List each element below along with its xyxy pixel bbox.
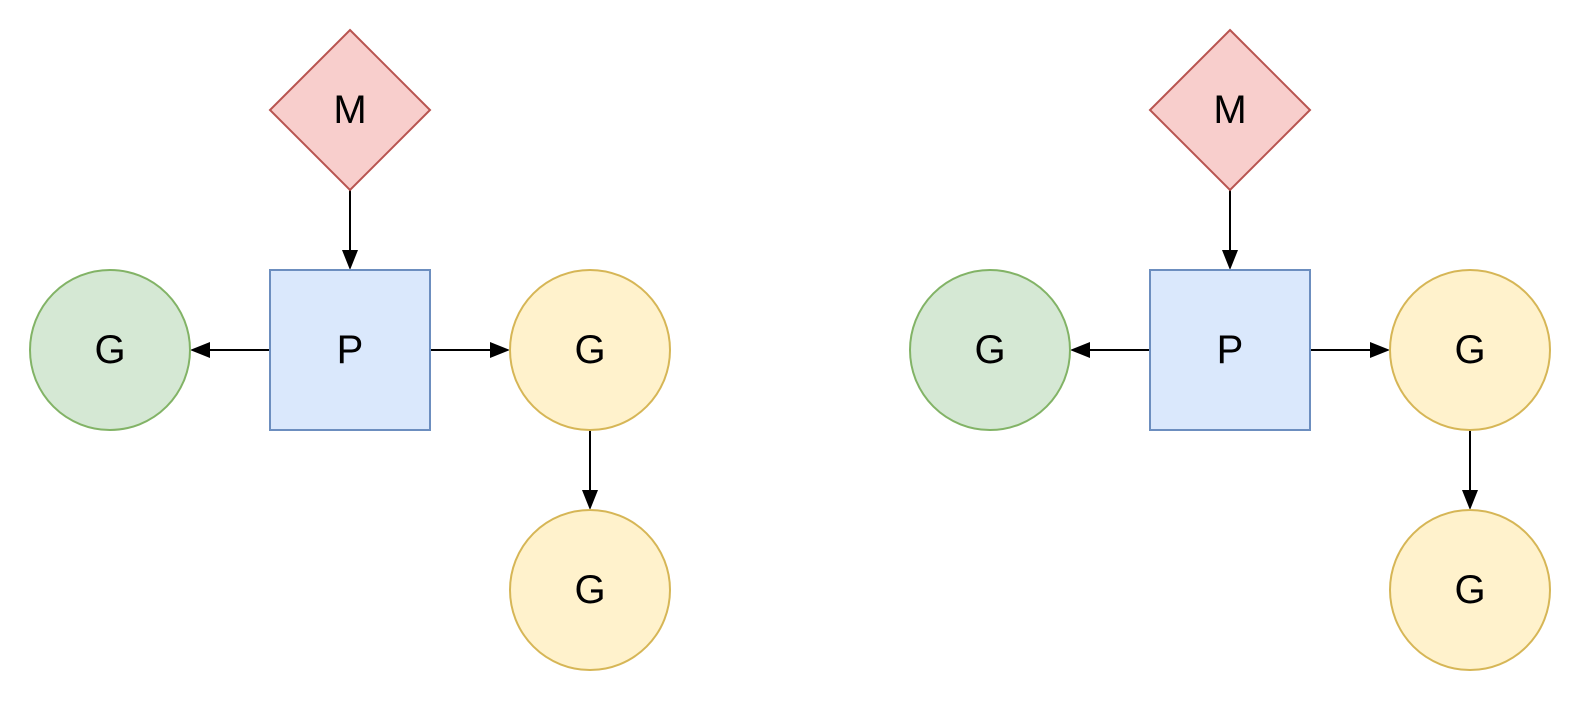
circle-g-left-label: G (974, 328, 1005, 372)
circle-g-right (509, 269, 671, 431)
circle-g-left-label: G (94, 328, 125, 372)
circle-g-bottom (509, 509, 671, 671)
circle-g-bottom-label: G (1454, 568, 1485, 612)
circle-g-right-label: G (1454, 328, 1485, 372)
diamond-m (1148, 28, 1312, 192)
diagram-left: M P G G G (29, 28, 671, 671)
square-p-label: P (1217, 328, 1244, 372)
square-p (1149, 269, 1311, 431)
circle-g-left (29, 269, 191, 431)
diamond-m-label: M (333, 88, 366, 132)
circle-g-right (1389, 269, 1551, 431)
circle-g-left (909, 269, 1071, 431)
circle-g-bottom-label: G (574, 568, 605, 612)
circle-g-bottom (1389, 509, 1551, 671)
diamond-m-label: M (1213, 88, 1246, 132)
square-p (269, 269, 431, 431)
diamond-m (268, 28, 432, 192)
diagram-right: M P G G G (909, 28, 1551, 671)
square-p-label: P (337, 328, 364, 372)
circle-g-right-label: G (574, 328, 605, 372)
